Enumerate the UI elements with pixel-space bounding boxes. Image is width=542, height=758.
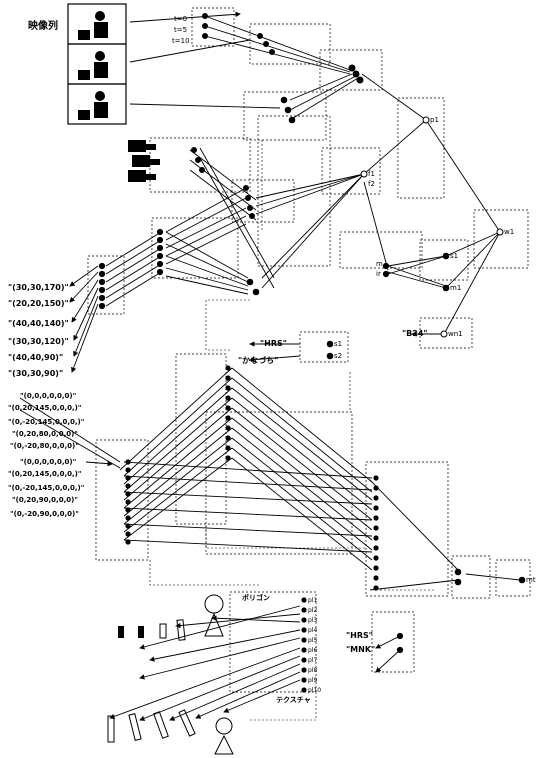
polygon-figures: [108, 595, 233, 754]
parameter-strings: "(0,0,0,0,0,0)" "(0,20,145,0,0,0,)" "(0,…: [8, 392, 84, 518]
coord-text-4: "(40,40,90)": [8, 353, 63, 362]
param-text-5: "(0,0,0,0,0,0)": [20, 458, 76, 466]
param-text-7: "(0,-20,145,0,0,0,)": [8, 484, 84, 492]
pl-label-5: pl5: [308, 637, 317, 644]
node-column-polygon: [301, 597, 306, 692]
node-label-mt: mt: [526, 576, 536, 584]
param-text-8: "(0,20,90,0,0,0)": [12, 496, 78, 504]
polygon-node-labels: pl1 pl2 pl3 pl4 pl5 pl6 pl7 pl8 pl9 pl10: [308, 597, 321, 694]
module-frames: [88, 8, 530, 692]
coord-text-0: "(30,30,170)": [8, 283, 69, 292]
node-label-m1: m1: [450, 284, 461, 292]
coord-text-1: "(20,20,150)": [8, 299, 69, 308]
param-text-3: "(0,20,80,0,0,0)": [12, 430, 78, 438]
coord-text-5: "(30,30,90)": [8, 369, 63, 378]
pl-label-9: pl9: [308, 677, 317, 684]
pl-label-2: pl2: [308, 607, 317, 614]
param-text-9: "(0,-20,90,0,0,0)": [10, 510, 79, 518]
label-kanazuchi: "かなづち": [238, 355, 278, 365]
node-label-w1: w1: [504, 228, 514, 236]
node-label-s1b: s1: [334, 340, 342, 348]
label-mnk: "MNK": [346, 645, 375, 654]
node-label-f2: f2: [368, 180, 375, 188]
pl-label-10: pl10: [308, 687, 321, 694]
time-label-5: t=5: [174, 26, 187, 34]
param-text-4: "(0,-20,80,0,0,0)": [10, 442, 79, 450]
node-label-m: m: [376, 260, 383, 268]
coordinate-strings: "(30,30,170)" "(20,20,150)" "(40,40,140)…: [8, 283, 69, 378]
node-label-ir: ir: [376, 270, 381, 278]
dotted-links: [150, 140, 436, 720]
node-label-s2: s2: [334, 352, 342, 360]
time-label-10: t=10: [172, 37, 190, 45]
param-text-1: "(0,20,145,0,0,0,)": [8, 404, 81, 412]
pl-label-7: pl7: [308, 657, 317, 664]
camera-icons: [128, 140, 160, 182]
coord-text-2: "(40,40,140)": [8, 319, 69, 328]
pl-label-1: pl1: [308, 597, 317, 604]
param-text-2: "(0,-20,145,0,0,0,)": [8, 418, 84, 426]
hollow-nodes: [361, 117, 503, 337]
param-text-0: "(0,0,0,0,0,0)": [20, 392, 76, 400]
coord-text-3: "(30,30,120)": [8, 337, 69, 346]
image-sequence-group: 映像列: [28, 4, 126, 124]
pl-label-4: pl4: [308, 627, 317, 634]
param-text-6: "(0,20,145,0,0,0,)": [8, 470, 81, 478]
node-column-c: [373, 475, 378, 590]
connection-lines: [20, 14, 520, 720]
label-hrs: "HRS": [260, 339, 287, 348]
node-label-wn1: wn1: [448, 330, 463, 338]
node-label-f1: f1: [368, 170, 375, 178]
pl-label-8: pl8: [308, 667, 317, 674]
image-sequence-label: 映像列: [28, 19, 58, 32]
time-labels: t=0 t=5 t=10: [172, 15, 190, 45]
node-label-s1: s1: [450, 252, 458, 260]
pl-label-3: pl3: [308, 617, 317, 624]
label-polygon: ポリゴン: [242, 593, 270, 602]
frame-figures: [78, 11, 108, 120]
label-b24: "B24": [402, 329, 428, 338]
node-column-b: [125, 459, 130, 544]
pl-label-6: pl6: [308, 647, 317, 654]
node-label-p1: p1: [430, 116, 439, 124]
label-hrs-2: "HRS": [346, 631, 373, 640]
label-texture: テクスチャ: [276, 695, 311, 704]
